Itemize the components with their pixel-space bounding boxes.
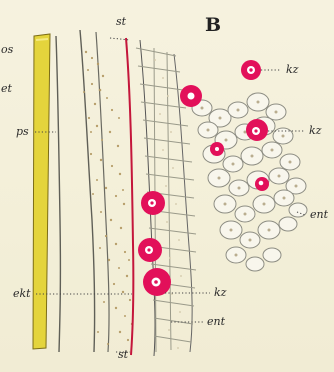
label-kz-middle: kz xyxy=(309,125,321,136)
germ-cell xyxy=(141,191,165,215)
germ-cell xyxy=(138,238,162,262)
label-et: et xyxy=(1,83,12,94)
left-layer-boundary xyxy=(56,30,109,352)
label-ent-right: ent xyxy=(310,209,328,220)
label-ent-bottom: ent xyxy=(207,316,225,327)
label-ps: ps xyxy=(16,126,29,137)
label-st-bottom: st xyxy=(118,349,128,360)
label-st-top: st xyxy=(116,16,126,27)
yellow-ectoderm-band xyxy=(33,34,50,349)
label-ekt: ekt xyxy=(13,288,31,299)
germ-cell xyxy=(241,60,261,80)
germ-cell xyxy=(143,268,171,296)
label-kz-top: kz xyxy=(286,64,298,75)
label-os: os xyxy=(1,44,13,55)
germ-cell xyxy=(210,142,224,156)
germ-cell xyxy=(255,177,269,191)
cell-cluster-right xyxy=(192,93,307,271)
panel-letter: B xyxy=(205,14,221,36)
germ-cell xyxy=(180,85,202,107)
label-kz-bottom: kz xyxy=(214,287,226,298)
germ-cell xyxy=(246,119,268,141)
